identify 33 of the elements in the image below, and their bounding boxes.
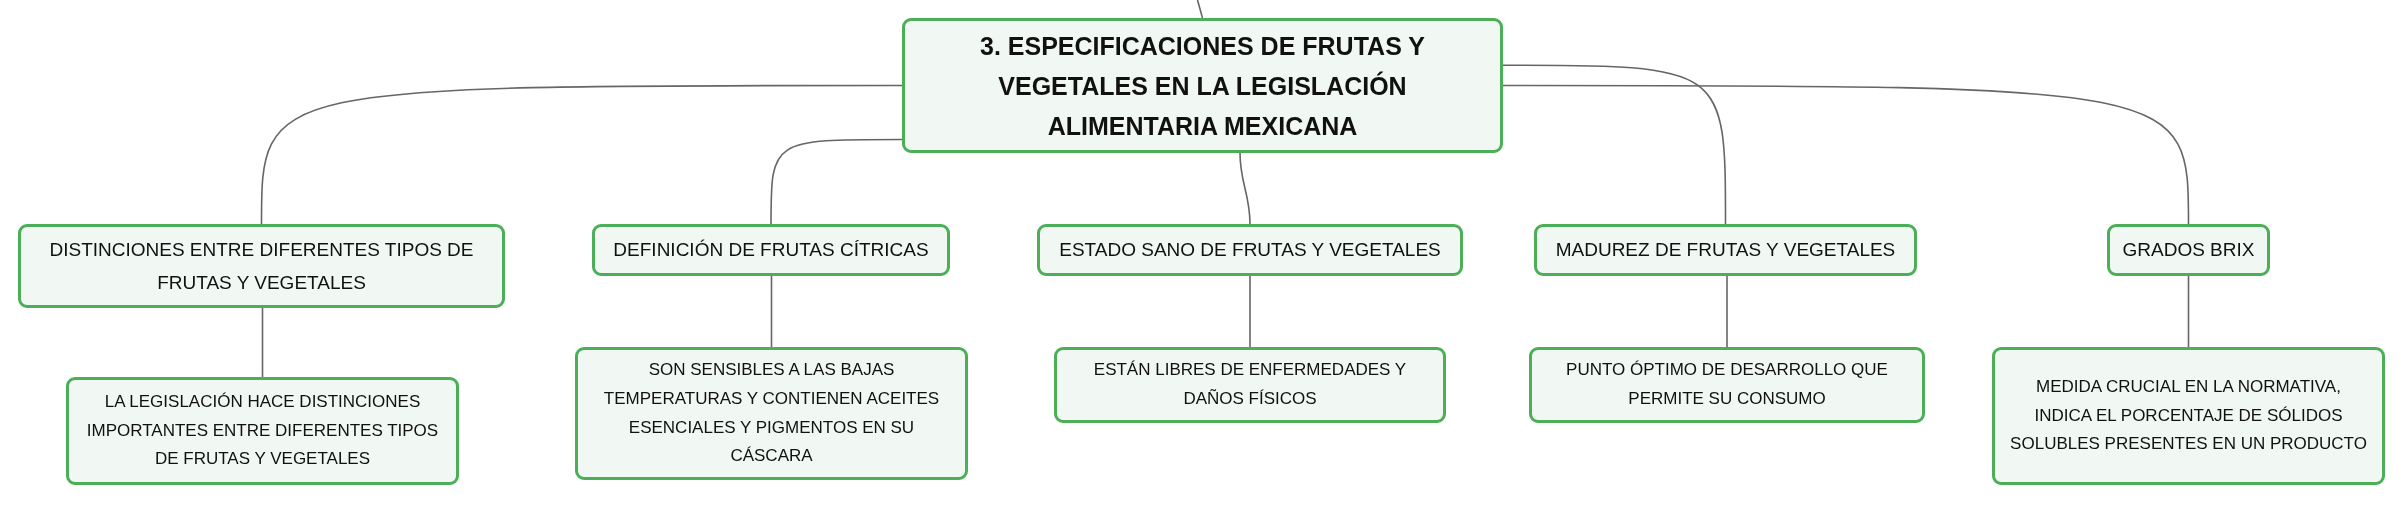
connector-line <box>1726 275 1728 348</box>
topic-box <box>575 347 968 480</box>
topic-box <box>592 224 950 276</box>
topic-text: PUNTO ÓPTIMO DE DESARROLLO QUE PERMITE SU CONSUMO <box>1565 359 1889 410</box>
topic-text: 3. ESPECIFICACIONES DE FRUTAS Y VEGETALES EN LA LEGISLACIÓN ALIMENTARIA MEXICANA <box>979 30 1426 142</box>
topic-box <box>2107 224 2270 276</box>
connector-line <box>1502 64 1727 225</box>
connector-line <box>261 307 264 378</box>
connector-line <box>1239 152 1251 225</box>
topic-box <box>66 377 459 485</box>
topic-text: ESTADO SANO DE FRUTAS Y VEGETALES <box>1059 238 1441 263</box>
topic-box <box>18 224 505 308</box>
topic-text: DISTINCIONES ENTRE DIFERENTES TIPOS DE FRUTAS Y VEGETALES <box>48 237 475 295</box>
connector-line <box>2187 275 2190 348</box>
connector-line <box>1196 0 1204 19</box>
connector-line <box>260 84 903 225</box>
topic-box <box>1037 224 1463 276</box>
connector-line <box>1249 275 1251 348</box>
topic-box <box>1054 347 1446 423</box>
topic-text: ESTÁN LIBRES DE ENFERMEDADES Y DAÑOS FÍSICOS <box>1092 359 1408 410</box>
topic-box <box>902 18 1503 153</box>
connector-line <box>1502 84 2190 225</box>
topic-text: LA LEGISLACIÓN HACE DISTINCIONES IMPORTANTES ENTRE DIFERENTES TIPOS DE FRUTAS Y VEGETALES <box>85 390 440 471</box>
connector-line <box>770 275 773 348</box>
topic-box <box>1992 347 2385 485</box>
topic-text: MEDIDA CRUCIAL EN LA NORMATIVA, INDICA EL PORCENTAJE DE SÓLIDOS SOLUBLES PRESENTES EN UN PRODUCTO <box>2009 375 2368 456</box>
topic-text: DEFINICIÓN DE FRUTAS CÍTRICAS <box>613 238 929 263</box>
topic-box <box>1529 347 1925 423</box>
connector-line <box>770 138 903 225</box>
topic-text: SON SENSIBLES A LAS BAJAS TEMPERATURAS Y CONTIENEN ACEITES ESENCIALES Y PIGMENTOS EN SU CÁSCARA <box>602 358 941 468</box>
topic-text: GRADOS BRIX <box>2122 238 2255 263</box>
topic-text: MADUREZ DE FRUTAS Y VEGETALES <box>1555 238 1896 263</box>
topic-box <box>1534 224 1917 276</box>
